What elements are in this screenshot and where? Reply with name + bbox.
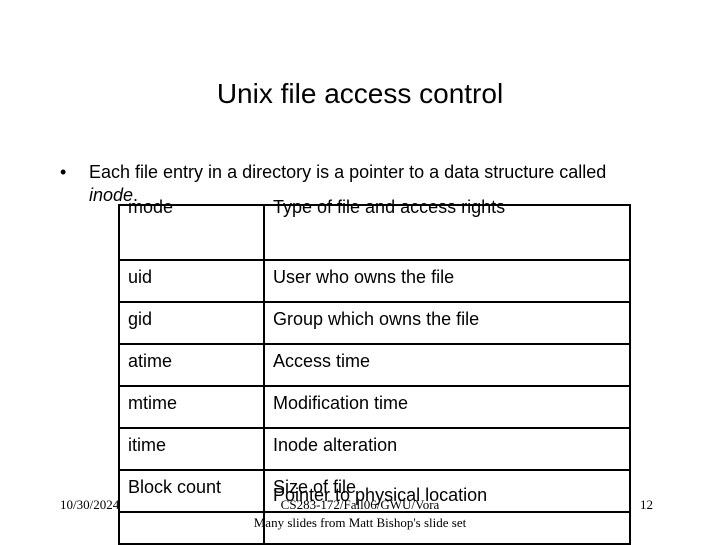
field-name: mtime <box>128 393 177 413</box>
bullet-text-end: . <box>133 185 139 205</box>
bullet-text-main: Each file entry in a directory is a poin… <box>89 162 607 182</box>
table-row: gid Group which owns the file <box>118 301 631 345</box>
slide-title: Unix file access control <box>216 78 504 109</box>
bullet-marker: • <box>60 162 67 182</box>
field-description: Access time <box>273 351 371 371</box>
field-name: Block count <box>128 477 222 497</box>
field-description: Inode alteration <box>273 435 398 455</box>
field-cell: uid <box>118 259 265 303</box>
table-row: Pointer to physical location <box>118 485 631 545</box>
table-row: mode Type of file and access rights <box>118 197 631 261</box>
field-cell: Block count <box>118 469 265 513</box>
table-row: itime Inode alteration <box>118 427 631 471</box>
table-row: uid User who owns the file <box>118 259 631 303</box>
description-cell: Access time <box>263 343 631 387</box>
field-name: itime <box>128 435 167 455</box>
field-description: User who owns the file <box>273 267 455 287</box>
field-cell: mode <box>118 197 265 261</box>
field-name: mode <box>128 197 174 217</box>
field-cell: mtime <box>118 385 265 429</box>
description-cell: Group which owns the file <box>263 301 631 345</box>
field-cell: gid <box>118 301 265 345</box>
field-description: Size of file <box>273 477 357 497</box>
table-row: mtime Modification time <box>118 385 631 429</box>
field-description: Pointer to physical location <box>273 485 488 505</box>
field-cell: atime <box>118 343 265 387</box>
table-row: Block count Size of file <box>118 469 631 513</box>
description-cell: Inode alteration <box>263 427 631 471</box>
page-number: 12 <box>640 497 653 512</box>
field-cell: itime <box>118 427 265 471</box>
field-name: uid <box>128 267 153 287</box>
inode-term: inode <box>89 185 134 205</box>
description-cell: Size of file <box>263 469 631 513</box>
footer-center: CS283-172/Fall06/GWU/Vora Many slides fr… <box>0 496 720 532</box>
field-description: Type of file and access rights <box>273 197 506 217</box>
table-row: atime Access time <box>118 343 631 387</box>
bullet-text: Each file entry in a directory is a poin… <box>89 161 629 207</box>
description-cell: Modification time <box>263 385 631 429</box>
footer-date: 10/30/2024 <box>60 497 120 512</box>
footer-course: CS283-172/Fall06/GWU/Vora <box>280 497 440 512</box>
field-description: Group which owns the file <box>273 309 480 329</box>
description-cell: Pointer to physical location <box>263 485 631 545</box>
field-name: gid <box>128 309 153 329</box>
field-description: Modification time <box>273 393 409 413</box>
inode-table: mode Type of file and access rights uid … <box>118 197 631 545</box>
field-name: atime <box>128 351 173 371</box>
description-cell: Type of file and access rights <box>263 197 631 261</box>
footer-credit: Many slides from Matt Bishop's slide set <box>253 515 467 530</box>
description-cell: User who owns the file <box>263 259 631 303</box>
